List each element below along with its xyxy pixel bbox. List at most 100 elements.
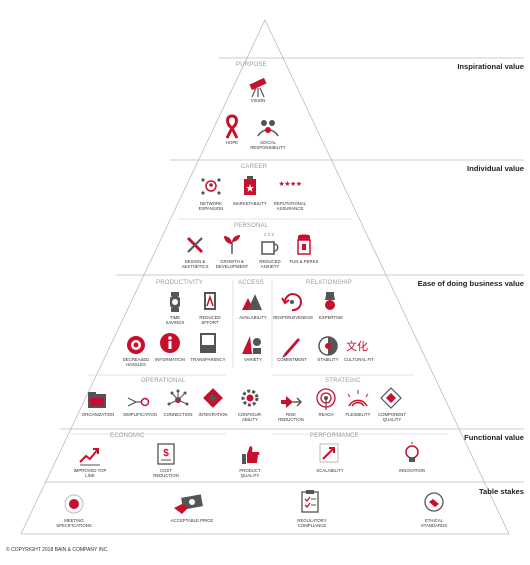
label-social-responsibility: SOCIAL RESPONSIBILITY xyxy=(250,140,286,150)
anxiety-z-icon: z z z xyxy=(263,232,275,238)
decreased-hassles-icon xyxy=(127,336,145,354)
tier-ease-label: Ease of doing business value xyxy=(417,279,524,288)
label-flexibility: FLEXIBILITY xyxy=(345,412,371,417)
label-commitment: COMMITMENT xyxy=(277,357,307,362)
label-stability: STABILITY xyxy=(317,357,339,362)
label-reach: REACH xyxy=(318,412,334,417)
transparency-icon xyxy=(200,333,216,353)
label-integration: INTEGRATION xyxy=(198,412,228,417)
label-marketability: MARKETABILITY xyxy=(233,201,267,206)
simplification-icon xyxy=(127,397,150,407)
section-economic: ECONOMIC xyxy=(110,433,145,439)
tier-functional-label: Functional value xyxy=(464,433,524,442)
reach-icon xyxy=(316,388,336,410)
label-expertise: EXPERTISE xyxy=(318,315,344,320)
availability-icon xyxy=(242,294,262,310)
configurability-icon xyxy=(241,389,259,407)
information-icon xyxy=(160,333,180,353)
label-cost-reduction: COST REDUCTION xyxy=(153,468,179,478)
meeting-specifications-icon xyxy=(64,494,84,514)
tier-table-stakes-label: Table stakes xyxy=(478,487,524,496)
label-responsiveness: RESPONSIVENESS xyxy=(273,315,313,320)
label-availability: AVAILABILITY xyxy=(239,315,267,320)
social-responsibility-icon xyxy=(257,120,279,137)
responsiveness-icon xyxy=(281,293,302,312)
label-reduced-effort: REDUCED EFFORT xyxy=(199,315,221,325)
reputation-stars-icon: ★★★★ xyxy=(278,181,302,188)
label-product-quality: PRODUCT QUALITY xyxy=(239,468,261,478)
section-dividers xyxy=(70,218,448,435)
svg-text:$: $ xyxy=(163,448,169,459)
flexibility-icon xyxy=(347,390,369,407)
reduced-anxiety-icon xyxy=(261,241,279,255)
product-quality-icon xyxy=(242,446,260,464)
section-personal: PERSONAL xyxy=(234,223,269,229)
section-strategic: STRATEGIC xyxy=(325,378,361,384)
label-ethical-standards: ETHICAL STANDARDS xyxy=(420,518,448,528)
label-time-savings: TIME SAVINGS xyxy=(165,315,185,325)
label-cultural-fit: CULTURAL FIT xyxy=(344,357,374,362)
label-hope: HOPE xyxy=(225,140,239,145)
label-reduced-anxiety: REDUCED ANXIETY xyxy=(259,259,281,269)
label-component-quality: COMPONENT QUALITY xyxy=(378,412,406,422)
cost-reduction-icon: $ xyxy=(157,443,175,465)
label-connection: CONNECTION xyxy=(163,412,193,417)
reduced-effort-icon xyxy=(204,292,216,310)
copyright-notice: © COPYRIGHT 2018 BAIN & COMPANY INC. xyxy=(6,547,109,553)
label-meeting-specifications: MEETING SPECIFICATIONS xyxy=(56,518,92,528)
innovation-icon xyxy=(405,442,419,462)
connection-icon xyxy=(167,389,189,406)
label-improved-top-line: IMPROVED TOP LINE xyxy=(73,468,107,478)
marketability-icon xyxy=(244,176,256,195)
risk-reduction-icon xyxy=(281,396,303,408)
label-network-expansion: NETWORK EXPANSION xyxy=(198,201,224,211)
label-innovation: INNOVATION xyxy=(398,468,426,473)
commitment-icon xyxy=(282,338,300,358)
growth-development-icon xyxy=(224,235,240,254)
section-operational: OPERATIONAL xyxy=(141,378,186,384)
label-design-aesthetics: DESIGN & AESTHETICS xyxy=(181,259,209,269)
organization-icon xyxy=(88,392,106,408)
label-regulatory-compliance: REGULATORY COMPLIANCE xyxy=(297,518,327,528)
label-information: INFORMATION xyxy=(155,357,185,362)
section-productivity: PRODUCTIVITY xyxy=(156,280,204,286)
label-acceptable-price: ACCEPTABLE PRICE xyxy=(170,518,214,523)
variety-icon xyxy=(242,336,261,354)
label-decreased-hassles: DECREASED HASSLES xyxy=(122,357,150,367)
ethical-standards-icon xyxy=(424,492,444,512)
label-fun-perks: FUN & PERKS xyxy=(289,259,319,264)
section-purpose: PURPOSE xyxy=(236,62,267,68)
cultural-fit-icon: 文化 xyxy=(346,340,368,353)
section-performance: PERFORMANCE xyxy=(310,433,359,439)
acceptable-price-icon xyxy=(174,494,203,514)
section-relationship: RELATIONSHIP xyxy=(306,280,352,286)
section-access: ACCESS xyxy=(238,280,264,286)
component-quality-icon xyxy=(380,387,402,409)
scalability-icon xyxy=(319,443,339,463)
label-scalability: SCALABILITY xyxy=(316,468,344,473)
improved-top-line-icon xyxy=(79,448,100,466)
label-configurability: CONFIGUR-ABILITY xyxy=(237,412,263,422)
time-savings-icon xyxy=(170,292,180,312)
label-growth-development: GROWTH & DEVELOPMENT xyxy=(215,259,249,269)
label-vision: VISION xyxy=(250,98,266,103)
tier-individual-label: Individual value xyxy=(467,164,524,173)
tier-inspirational-label: Inspirational value xyxy=(457,62,524,71)
regulatory-compliance-icon xyxy=(301,490,319,513)
label-organization: ORGANIZATION xyxy=(81,412,115,417)
design-aesthetics-icon xyxy=(186,236,204,254)
hope-icon xyxy=(225,114,239,139)
stability-icon xyxy=(318,336,338,356)
label-variety: VARIETY xyxy=(243,357,263,362)
section-career: CAREER xyxy=(241,164,268,170)
tier-dividers xyxy=(44,57,524,483)
label-simplification: SIMPLIFICATION xyxy=(123,412,157,417)
label-transparency: TRANSPARENCY xyxy=(190,357,226,362)
vision-icon xyxy=(249,77,267,98)
label-reputational-assurance: REPUTATIONAL ASSURANCE xyxy=(273,201,307,211)
network-expansion-icon xyxy=(201,178,221,195)
expertise-icon xyxy=(325,292,335,310)
fun-perks-icon xyxy=(297,234,311,255)
label-risk-reduction: RISK REDUCTION xyxy=(278,412,304,422)
